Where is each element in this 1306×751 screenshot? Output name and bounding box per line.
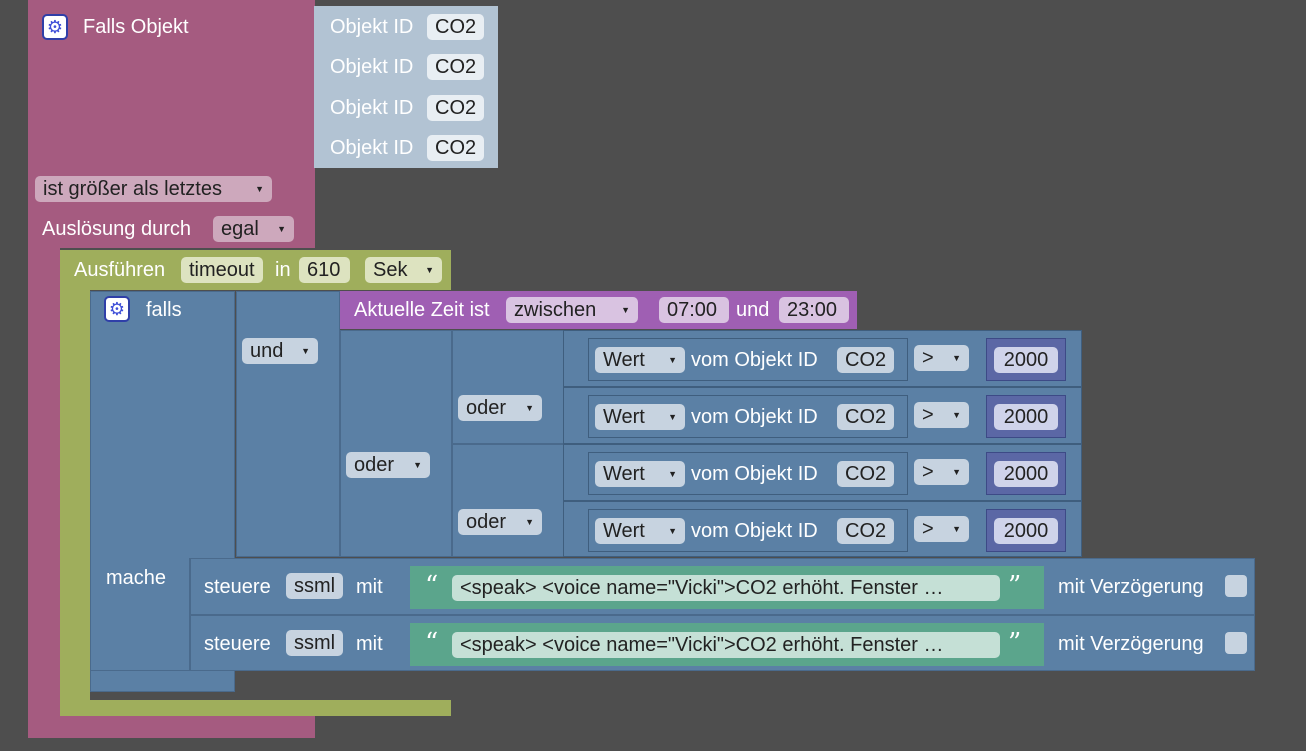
time-mode-dropdown[interactable]: zwischen <box>506 297 638 323</box>
or-block[interactable] <box>452 444 564 557</box>
value-of-object-label: vom Objekt ID <box>691 406 818 428</box>
compare-operator-dropdown[interactable]: > <box>914 459 969 485</box>
value-of-object-label: vom Objekt ID <box>691 463 818 485</box>
if-block-bottom <box>90 670 235 692</box>
control-mit-label: mit <box>356 633 383 655</box>
delay-checkbox[interactable] <box>1225 575 1247 597</box>
timeout-block-left <box>60 290 90 700</box>
or-block[interactable] <box>340 330 452 557</box>
delay-label: mit Verzögerung <box>1058 633 1204 655</box>
ausloesung-label: Auslösung durch <box>42 218 191 240</box>
time-label: Aktuelle Zeit ist <box>354 299 490 321</box>
timeout-label: Ausführen <box>74 259 166 281</box>
if-mache-label: mache <box>106 567 167 589</box>
number-field[interactable]: 2000 <box>994 404 1058 430</box>
if-falls-label: falls <box>146 299 182 321</box>
timeout-block-bottom <box>60 700 451 716</box>
control-label: steuere <box>204 633 271 655</box>
value-of-object-label: vom Objekt ID <box>691 349 818 371</box>
compare-operator-dropdown[interactable]: > <box>914 345 969 371</box>
or-operator-dropdown[interactable]: oder <box>346 452 430 478</box>
timeout-in-label: in <box>275 259 291 281</box>
compare-operator-dropdown[interactable]: > <box>914 516 969 542</box>
or-operator-dropdown[interactable]: oder <box>458 395 542 421</box>
object-id-field[interactable]: CO2 <box>427 14 485 40</box>
object-id-field[interactable]: CO2 <box>427 135 485 161</box>
trigger-block-bottom <box>28 716 315 738</box>
text-value-field[interactable]: <speak> <voice name="Vicki">CO2 erhöht. … <box>452 632 1000 658</box>
ausloesung-dropdown[interactable]: egal <box>213 216 294 242</box>
time-to-field[interactable]: 23:00 <box>779 297 849 323</box>
trigger-block-left <box>28 248 60 738</box>
control-label: steuere <box>204 576 271 598</box>
time-und-label: und <box>736 299 770 321</box>
text-value-field[interactable]: <speak> <voice name="Vicki">CO2 erhöht. … <box>452 575 1000 601</box>
compare-operator-dropdown[interactable]: > <box>914 402 969 428</box>
object-id-label: Objekt ID <box>330 97 414 119</box>
control-target-field[interactable]: ssml <box>286 573 344 599</box>
trigger-title: Falls Objekt <box>83 16 189 38</box>
object-id-field[interactable]: CO2 <box>427 54 485 80</box>
object-id-field[interactable]: CO2 <box>837 461 895 487</box>
delay-label: mit Verzögerung <box>1058 576 1204 598</box>
condition-dropdown[interactable]: ist größer als letztes <box>35 176 272 202</box>
gear-icon[interactable]: ⚙ <box>104 296 130 322</box>
timeout-unit-dropdown[interactable]: Sek <box>365 257 442 283</box>
value-type-dropdown[interactable]: Wert <box>595 347 685 373</box>
object-id-label: Objekt ID <box>330 56 414 78</box>
timeout-type-field[interactable]: timeout <box>181 257 263 283</box>
control-mit-label: mit <box>356 576 383 598</box>
value-type-dropdown[interactable]: Wert <box>595 518 685 544</box>
delay-checkbox[interactable] <box>1225 632 1247 654</box>
object-id-block[interactable]: Objekt ID CO2 <box>314 87 498 128</box>
open-quote-icon: “ <box>425 571 439 601</box>
object-id-block[interactable]: Objekt ID CO2 <box>314 6 498 48</box>
value-of-object-label: vom Objekt ID <box>691 520 818 542</box>
object-id-label: Objekt ID <box>330 16 414 38</box>
value-type-dropdown[interactable]: Wert <box>595 404 685 430</box>
if-block-left <box>90 558 190 678</box>
and-block[interactable] <box>236 291 340 557</box>
object-id-field[interactable]: CO2 <box>837 347 895 373</box>
time-from-field[interactable]: 07:00 <box>659 297 729 323</box>
object-id-field[interactable]: CO2 <box>427 95 485 121</box>
open-quote-icon: “ <box>425 628 439 658</box>
or-block[interactable] <box>452 330 564 444</box>
object-id-block[interactable]: Objekt ID CO2 <box>314 47 498 88</box>
number-field[interactable]: 2000 <box>994 347 1058 373</box>
close-quote-icon: ” <box>1008 571 1022 601</box>
close-quote-icon: ” <box>1008 628 1022 658</box>
number-field[interactable]: 2000 <box>994 461 1058 487</box>
object-id-field[interactable]: CO2 <box>837 518 895 544</box>
timeout-value-field[interactable]: 610 <box>299 257 350 283</box>
trigger-block[interactable] <box>28 0 315 248</box>
gear-icon[interactable]: ⚙ <box>42 14 68 40</box>
control-target-field[interactable]: ssml <box>286 630 344 656</box>
or-operator-dropdown[interactable]: oder <box>458 509 542 535</box>
object-id-block[interactable]: Objekt ID CO2 <box>314 127 498 168</box>
if-block[interactable] <box>90 291 235 559</box>
value-type-dropdown[interactable]: Wert <box>595 461 685 487</box>
object-id-label: Objekt ID <box>330 137 414 159</box>
and-operator-dropdown[interactable]: und <box>242 338 318 364</box>
number-field[interactable]: 2000 <box>994 518 1058 544</box>
object-id-field[interactable]: CO2 <box>837 404 895 430</box>
